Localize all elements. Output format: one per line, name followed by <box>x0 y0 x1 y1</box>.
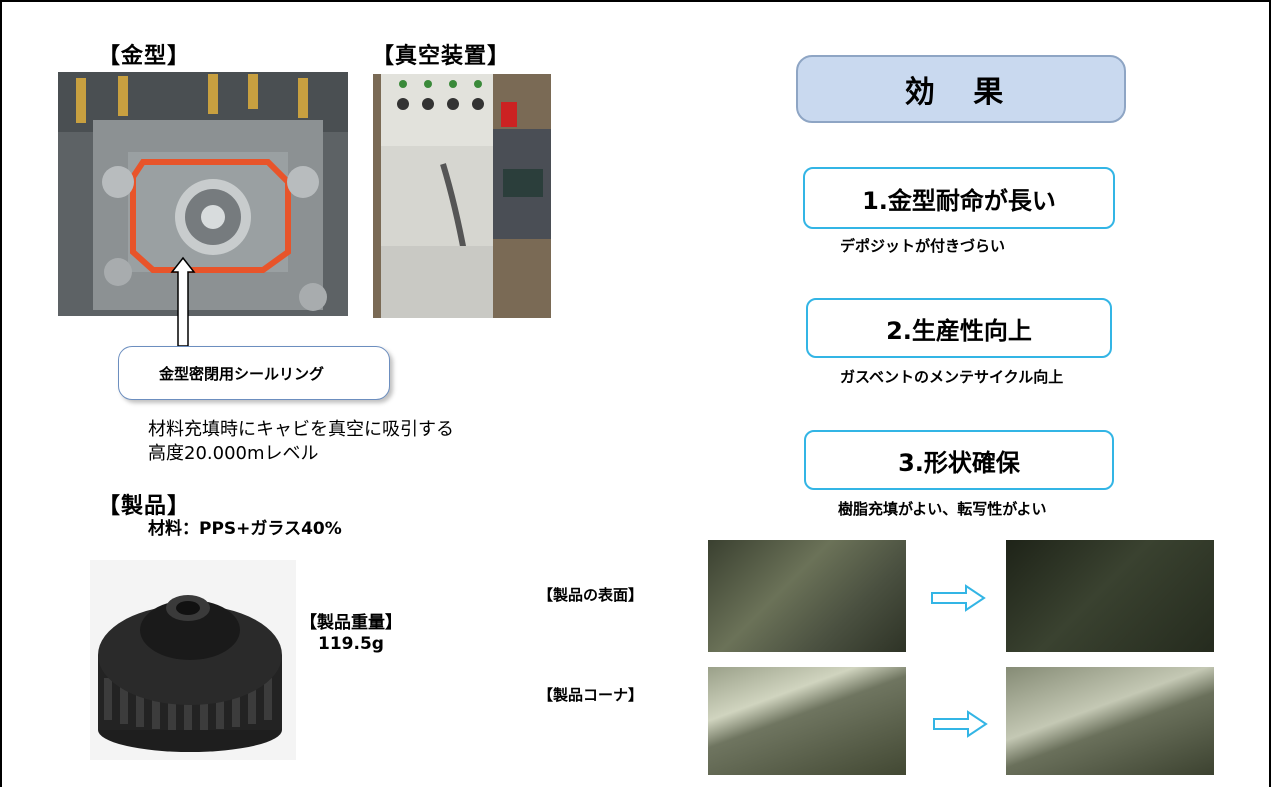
seal-ring-label: 金型密閉用シールリング <box>159 364 325 383</box>
product-photo <box>90 560 296 760</box>
vacuum-desc-line2: 高度20.000mレベル <box>148 443 319 464</box>
vacuum-device-photo <box>373 74 551 318</box>
effect-item-1-desc: デポジットが付きづらい <box>840 237 1006 255</box>
up-arrow-icon <box>170 256 196 347</box>
effect-item-3: 3.形状確保 <box>804 430 1114 490</box>
effect-item-2: 2.生産性向上 <box>806 298 1112 358</box>
product-heading: 【製品】 <box>98 494 191 519</box>
mold-illustration <box>58 72 348 316</box>
product-illustration <box>90 560 296 760</box>
product-weight-label: 【製品重量】 <box>300 613 402 633</box>
effect-item-3-desc: 樹脂充填がよい、転写性がよい <box>838 500 1047 518</box>
vacuum-heading: 【真空装置】 <box>372 44 511 69</box>
surface-after-photo <box>1006 540 1214 652</box>
corner-after-photo <box>1006 667 1214 775</box>
effect-item-1: 1.金型耐命が長い <box>803 167 1115 229</box>
mold-photo <box>58 72 348 316</box>
vacuum-description: 材料充填時にキャビを真空に吸引する 高度20.000mレベル <box>148 418 454 466</box>
product-weight-value: 119.5g <box>318 634 384 654</box>
effects-title: 効 果 <box>796 55 1126 123</box>
corner-before-photo <box>708 667 906 775</box>
product-material: 材料：PPS+ガラス40% <box>148 519 342 539</box>
seal-ring-callout: 金型密閉用シールリング <box>118 346 390 400</box>
right-arrow-icon-2 <box>933 710 988 738</box>
effect-item-2-desc: ガスベントのメンテサイクル向上 <box>840 368 1064 386</box>
surface-label: 【製品の表面】 <box>538 586 644 604</box>
vacuum-desc-line1: 材料充填時にキャビを真空に吸引する <box>148 419 454 440</box>
surface-before-photo <box>708 540 906 652</box>
right-arrow-icon <box>931 584 986 612</box>
corner-label: 【製品コーナ】 <box>538 686 644 704</box>
vacuum-device-illustration <box>373 74 551 318</box>
mold-heading: 【金型】 <box>98 44 191 69</box>
